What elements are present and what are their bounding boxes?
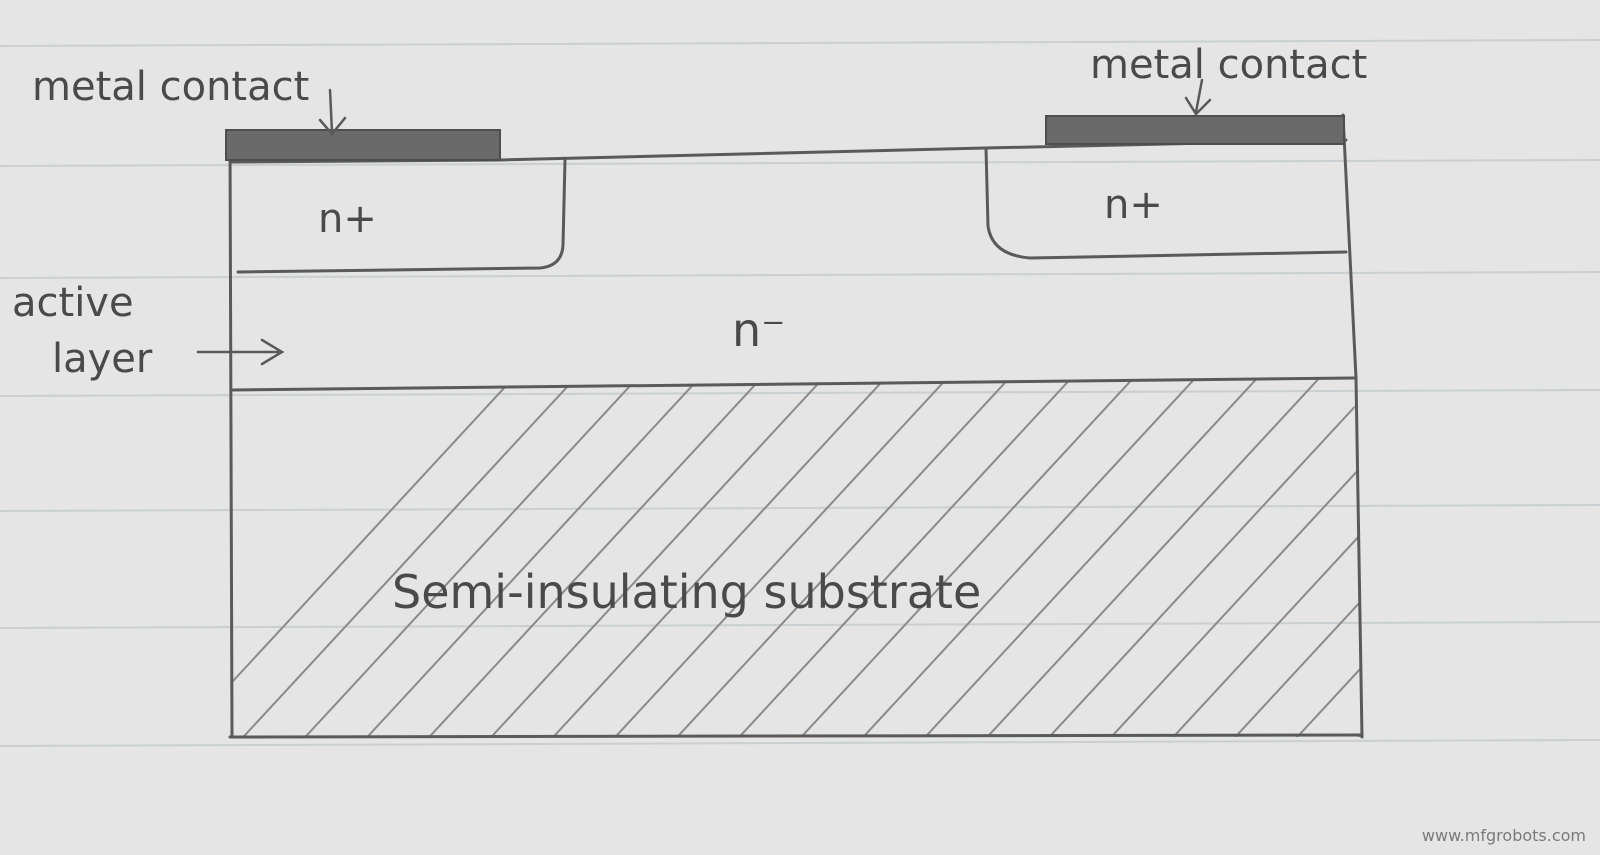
hatch-line: [1027, 378, 1362, 737]
hatch-line: [841, 378, 1213, 737]
hatch-line: [1400, 360, 1600, 760]
left-edge: [228, 138, 234, 739]
metal-contact-right: [1045, 115, 1345, 145]
metal-contact-left: [225, 129, 501, 161]
hatch-line: [1337, 378, 1362, 737]
n-plus-left-region: [236, 158, 567, 274]
ruled-lines: [0, 39, 1600, 747]
hatch-line: [230, 378, 531, 737]
hatch-line: [1275, 378, 1362, 737]
label-semi-insulating-substrate: Semi-insulating substrate: [392, 565, 981, 619]
ruled-line: [0, 504, 1600, 512]
hatch-line: [283, 378, 655, 737]
hatch-line: [1462, 360, 1600, 760]
label-n-plus-right: n+: [1104, 182, 1163, 228]
label-metal-contact-right: metal contact: [1090, 42, 1367, 88]
label-active-layer-line2: layer: [52, 336, 153, 382]
hatch-line: [1151, 378, 1362, 737]
hatch-line: [1089, 378, 1362, 737]
hatch-line: [531, 378, 903, 737]
ruled-line: [0, 739, 1600, 747]
ruled-line: [0, 389, 1600, 397]
device-outline: [228, 113, 1364, 739]
n-plus-right-region: [984, 146, 1348, 260]
watermark: www.mfgrobots.com: [1421, 826, 1586, 845]
right-edge: [1341, 113, 1364, 739]
ruled-line: [0, 39, 1600, 47]
arrow-metal-contact-left: [318, 88, 347, 136]
hatch-line: [230, 378, 593, 737]
hatch-line: [965, 378, 1337, 737]
label-n-minus: n⁻: [732, 303, 785, 357]
hatch-line: [345, 378, 717, 737]
arrow-metal-contact-right: [1184, 78, 1212, 116]
label-metal-contact-left: metal contact: [32, 64, 309, 110]
hatch-line: [469, 378, 841, 737]
hatch-line: [1213, 378, 1362, 737]
arrow-active-layer: [196, 338, 285, 366]
label-active-layer-line1: active: [12, 280, 134, 326]
hatch-line: [655, 378, 1027, 737]
substrate-hatching: [230, 360, 1600, 760]
hatch-line: [717, 378, 1089, 737]
label-n-plus-left: n+: [318, 196, 377, 242]
ruled-line: [0, 621, 1600, 629]
hatch-line: [903, 378, 1275, 737]
hatch-line: [407, 378, 779, 737]
hatch-line: [779, 378, 1151, 737]
active-layer-boundary: [230, 376, 1356, 392]
hatch-line: [593, 378, 965, 737]
annotation-arrows: [196, 78, 1212, 366]
ruled-line: [0, 271, 1600, 279]
bottom-edge: [228, 733, 1364, 739]
ruled-line: [0, 159, 1600, 167]
